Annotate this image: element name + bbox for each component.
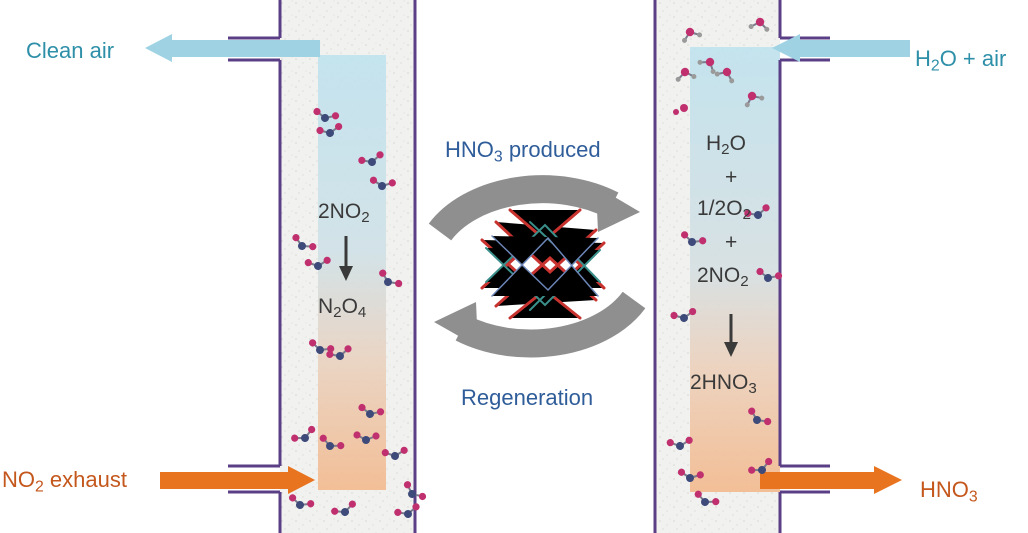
upper-cycle-arrowhead <box>596 186 640 232</box>
no2-molecule <box>677 468 704 482</box>
no2-molecule <box>381 446 408 460</box>
lower-cycle-arrow <box>455 291 646 358</box>
hydroxyl-fragment <box>673 104 688 115</box>
no2-molecule <box>292 234 317 251</box>
right-reaction-arrow <box>724 314 738 357</box>
right-reactant-o2: 1/2O2 <box>697 197 751 224</box>
no2-molecule <box>694 490 720 506</box>
clean-air-label: Clean air <box>26 38 115 63</box>
no2-molecule <box>403 481 427 501</box>
no2-molecule <box>316 122 343 137</box>
left-column-walls <box>278 0 417 533</box>
regeneration-label: Regeneration <box>461 385 594 410</box>
molecules <box>289 17 783 518</box>
no2-molecule <box>670 307 697 322</box>
no2-molecule <box>394 503 420 518</box>
right-column-walls <box>653 0 782 533</box>
h2o-air-inlet-arrow <box>772 34 910 62</box>
lower-cycle-arrowhead <box>434 302 478 347</box>
right-column-ports <box>780 36 830 494</box>
right-reactant-h2o: H2O <box>706 132 746 159</box>
no2-molecule <box>748 457 773 474</box>
h2o-molecule <box>744 91 765 108</box>
no2-molecule <box>289 494 315 509</box>
right-reactant-no2: 2NO2 <box>697 264 749 291</box>
no2-molecule <box>666 436 693 450</box>
no2-exhaust-label: NO2 exhaust <box>2 467 127 496</box>
mof-framework <box>480 208 606 320</box>
h2o-air-label: H2O + air <box>915 46 1007 75</box>
no2-molecule <box>748 407 772 426</box>
no2-molecule <box>319 434 345 450</box>
right-plus-2: + <box>725 231 738 254</box>
right-product-hno3: 2HNO3 <box>690 371 757 398</box>
h2o-molecule <box>675 67 697 82</box>
h2o-molecule <box>682 27 703 43</box>
right-column-flow-band <box>690 47 780 492</box>
h2o-molecule <box>714 67 735 84</box>
right-regeneration-column <box>653 0 830 533</box>
no2-molecule <box>358 403 385 418</box>
upper-cycle-arrow <box>428 175 619 241</box>
hno3-outlet-arrow <box>760 466 902 494</box>
no2-molecule <box>291 425 316 442</box>
no2-molecule <box>358 151 384 166</box>
left-column-flow-band <box>318 55 386 490</box>
hno3-output-label: HNO3 <box>920 477 978 506</box>
no2-molecule <box>331 500 356 516</box>
h2o-molecule <box>697 57 716 75</box>
left-adsorption-column <box>228 0 417 533</box>
left-reactant-no2: 2NO2 <box>318 200 370 227</box>
no2-molecule <box>326 345 352 360</box>
no2-molecule <box>309 339 335 354</box>
h2o-molecule <box>748 17 770 32</box>
clean-air-outlet-arrow <box>145 34 320 62</box>
left-product-n2o4: N2O4 <box>318 295 367 322</box>
hno3-produced-label: HNO3 produced <box>445 137 601 166</box>
no2-molecule <box>744 204 770 219</box>
left-column-ports <box>228 36 280 494</box>
no2-molecule <box>313 107 340 122</box>
no2-molecule <box>379 269 403 288</box>
left-reaction-arrow <box>339 236 353 281</box>
no2-molecule <box>304 256 331 270</box>
no2-molecule <box>756 267 783 282</box>
no2-molecule <box>369 176 396 190</box>
right-plus-1: + <box>725 166 738 189</box>
no2-exhaust-inlet-arrow <box>160 466 315 494</box>
no2-molecule <box>681 231 707 246</box>
no2-molecule <box>353 431 380 444</box>
cycle-arrows <box>428 175 646 358</box>
